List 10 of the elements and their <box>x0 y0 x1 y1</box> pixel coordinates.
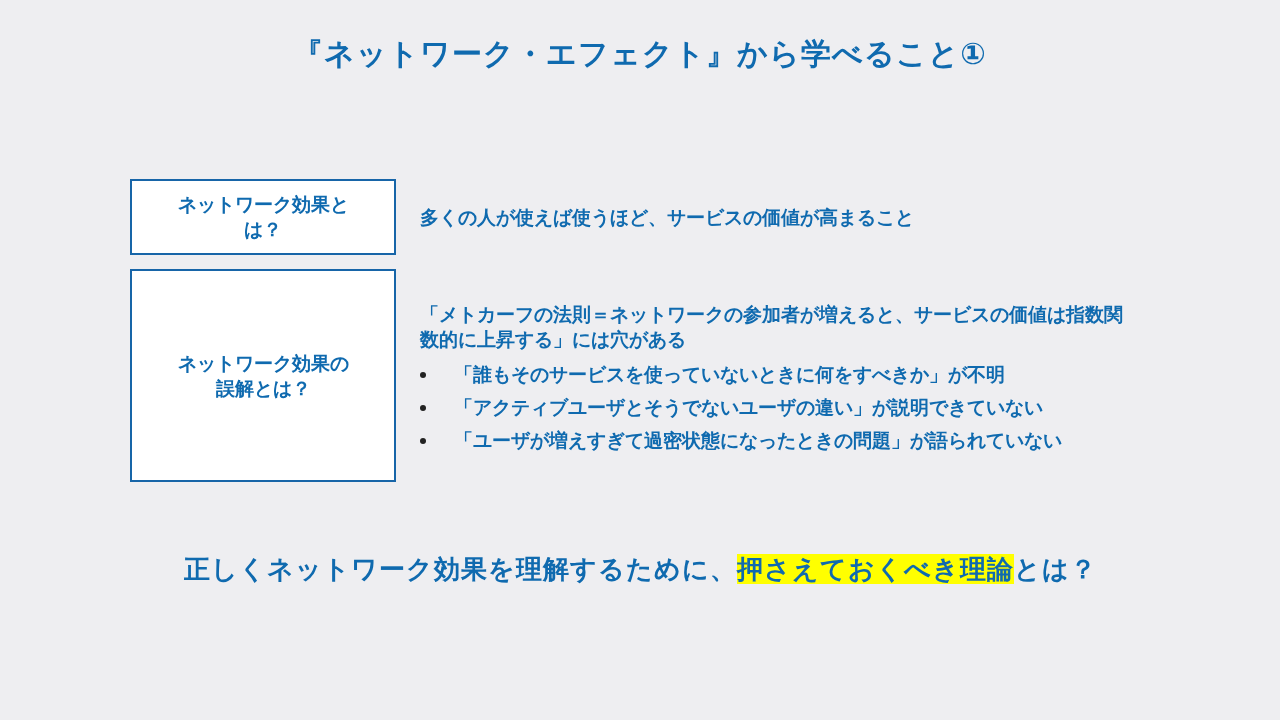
box-heading: ネットワーク効果とは？ <box>176 192 350 242</box>
question-box <box>130 179 396 255</box>
bullet-text: 「アクティブユーザとそうでないユーザの違い」が説明できていない <box>454 395 1043 420</box>
question-box <box>130 269 396 482</box>
bullet-text: 「ユーザが増えすぎて過密状態になったときの問題」が語られていない <box>454 428 1062 453</box>
definition-text: 多くの人が使えば使うほど、サービスの価値が高まること <box>420 205 915 230</box>
bullet-text: 「誰もそのサービスを使っていないときに何をすべきか」が不明 <box>454 362 1005 387</box>
box-heading: ネットワーク効果の誤解とは？ <box>176 350 350 401</box>
explanation-text: 「メトカーフの法則＝ネットワークの参加者が増えると、サービスの価値は指数関数的に上昇する」には穴がある <box>420 302 1124 352</box>
slide-title: 『ネットワーク・エフェクト』から学べること① <box>292 35 988 73</box>
